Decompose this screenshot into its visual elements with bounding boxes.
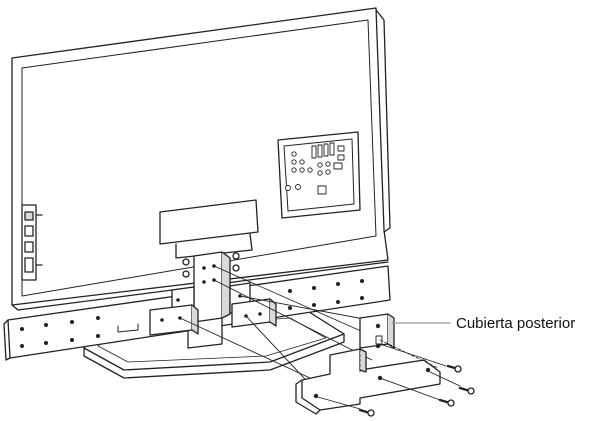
tv-back-panel	[11, 7, 391, 311]
right-bracket	[229, 282, 277, 328]
vertical-bracket	[193, 251, 231, 323]
tv-mount-holes	[182, 252, 240, 278]
screw-guides	[317, 343, 461, 410]
screw-icon	[438, 398, 455, 407]
screw-icon	[458, 386, 475, 395]
screw-icon	[358, 408, 375, 417]
side-connector-panel	[21, 204, 43, 281]
rear-cover-label: Cubierta posterior	[456, 315, 576, 332]
screw-icon	[446, 364, 462, 373]
left-bracket	[149, 286, 199, 336]
rear-terminal-panel	[277, 131, 361, 219]
